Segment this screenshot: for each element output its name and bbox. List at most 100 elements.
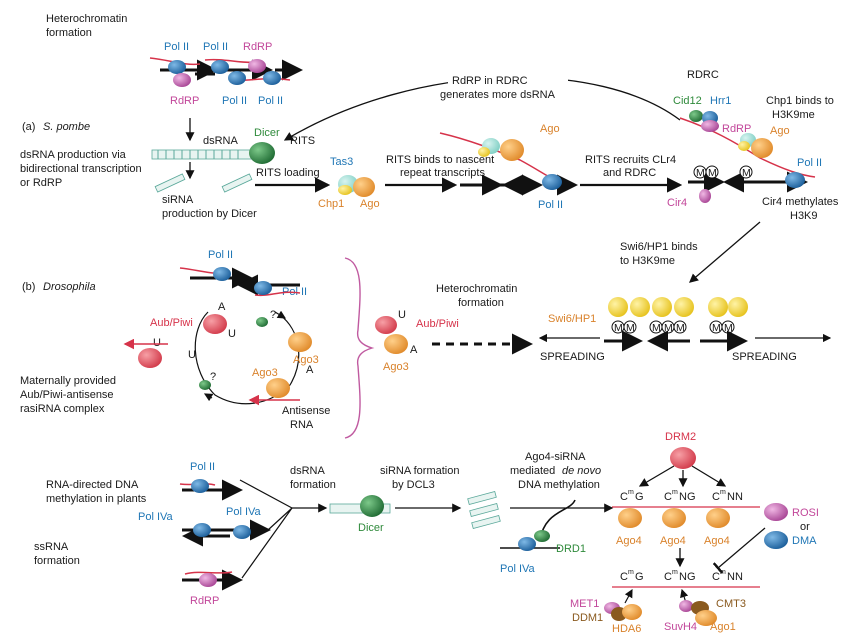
rdrp-label-rdrc: RdRP [722, 123, 751, 135]
cng2-t: NG [679, 571, 696, 583]
pol-ii-label-3: Pol II [222, 95, 247, 107]
tas3-label: Tas3 [330, 156, 353, 168]
ago3-label-1: Ago3 [293, 354, 319, 366]
u-letter-2: U [153, 337, 161, 349]
or-label: or [800, 521, 810, 533]
slicer-blob [256, 317, 268, 327]
ago4-label-2: Ago4 [660, 535, 686, 547]
dsrna-helix-c [329, 503, 391, 514]
header-line1: Heterochromatin [46, 13, 127, 25]
left-note-3: or RdRP [20, 177, 62, 189]
rdrp-blob [199, 573, 217, 587]
ago-blob [751, 138, 773, 158]
rdrp-c: RdRP [190, 595, 219, 607]
pol-ii-blob [785, 172, 805, 188]
cg2-t: G [635, 571, 644, 583]
aub-piwi-label-1: Aub/Piwi [150, 317, 193, 329]
cnn-t: NN [727, 491, 743, 503]
a-letter-3: A [410, 344, 418, 356]
spreading-arrows [538, 330, 832, 352]
aub-piwi-blob [138, 348, 162, 368]
cycle-arrow [274, 310, 287, 319]
hetero-b-1: Heterochromatin [436, 283, 517, 295]
slicer-blob [199, 380, 211, 390]
pol-iva-blob [518, 537, 536, 551]
met1-arrow [624, 588, 633, 604]
ago4-mediated-1: Ago4-siRNA [525, 451, 586, 463]
rits-recruits-1: RITS recruits CLr4 [585, 154, 676, 166]
methyl-m: M [724, 322, 733, 334]
pol-ii-label-right: Pol II [797, 157, 822, 169]
rits-label: RITS [290, 135, 315, 147]
rdrp-blob [701, 120, 719, 132]
ago4-blob [706, 508, 730, 528]
pol-ii-label-mid: Pol II [538, 199, 563, 211]
ago4-blob [662, 508, 686, 528]
brace [344, 257, 375, 439]
pol-iva-c-3: Pol IVa [500, 563, 536, 575]
methyl-m: M [712, 322, 721, 334]
hda6-blob [622, 604, 642, 620]
panel-b-organism: Drosophila [43, 281, 96, 293]
drm2-label: DRM2 [665, 431, 696, 443]
pol-ii-blob [542, 174, 562, 190]
u-letter-3: U [188, 349, 196, 361]
pol-ii-blob [228, 71, 246, 85]
hda6-label: HDA6 [612, 623, 641, 635]
dicer-blob [360, 495, 384, 517]
chp1-label: Chp1 [318, 198, 344, 210]
dicer-c: Dicer [358, 522, 384, 534]
aub-piwi-label-2: Aub/Piwi [416, 318, 459, 330]
cng-sup: m [672, 489, 678, 496]
chp1-binds-1: Chp1 binds to [766, 95, 834, 107]
pol-ii-label-2: Pol II [203, 41, 228, 53]
pol-ii-c: Pol II [190, 461, 215, 473]
methyl-m: M [696, 167, 705, 179]
drm2-blob [670, 447, 696, 469]
u-letter-4: U [398, 309, 406, 321]
panel-a-organism: S. pombe [43, 121, 90, 133]
dsrna-c-1: dsRNA [290, 465, 326, 477]
cg2-sup: m [628, 569, 634, 576]
pol-iva-c-1: Pol IVa [138, 511, 174, 523]
rits-binds-2: repeat transcripts [400, 167, 485, 179]
converge-lines [239, 479, 293, 579]
rdrp-label-top: RdRP [243, 41, 272, 53]
cnn-sup: m [720, 489, 726, 496]
demethylase-inhibit [712, 527, 766, 574]
sirna-c-2: by DCL3 [392, 479, 435, 491]
rdrp-blob [248, 59, 266, 73]
methyl-marks-b [611, 320, 735, 334]
a-letter-2: A [306, 364, 314, 376]
cnn2-t: NN [727, 571, 743, 583]
pol-ii-blob [211, 60, 229, 74]
ago3-blob [384, 334, 408, 354]
rdm-1: RNA-directed DNA [46, 479, 139, 491]
rdm-2: methylation in plants [46, 493, 147, 505]
ago-label-a: Ago [360, 198, 380, 210]
aub-piwi-blob [375, 316, 397, 334]
drd1-label: DRD1 [556, 543, 586, 555]
cir4-label: Cir4 [667, 197, 687, 209]
chp1-binds-2: H3K9me [772, 109, 815, 121]
cycle-arrow [203, 393, 214, 402]
dicer-label: Dicer [254, 127, 280, 139]
pol-ii-blob [191, 479, 209, 493]
dicer-blob [249, 142, 275, 164]
dsrna-label: dsRNA [203, 135, 239, 147]
cmt3-label: CMT3 [716, 598, 746, 610]
pol-iva-blob [233, 525, 251, 539]
cng-t: NG [679, 491, 696, 503]
ago-label-right: Ago [770, 125, 790, 137]
swi6-beads [608, 297, 748, 317]
met1-label: MET1 [570, 598, 599, 610]
pol-ii-label-4: Pol II [258, 95, 283, 107]
ago4-mediated-2i: de novo [562, 465, 601, 477]
drm2-arrow-3 [691, 465, 727, 487]
cnn2-c: C [712, 571, 720, 583]
a-letter: A [218, 301, 226, 313]
sirna-c-1: siRNA formation [380, 465, 459, 477]
antisense-2: RNA [290, 419, 314, 431]
methyl-m: M [652, 322, 661, 334]
rna-strand [184, 571, 233, 575]
